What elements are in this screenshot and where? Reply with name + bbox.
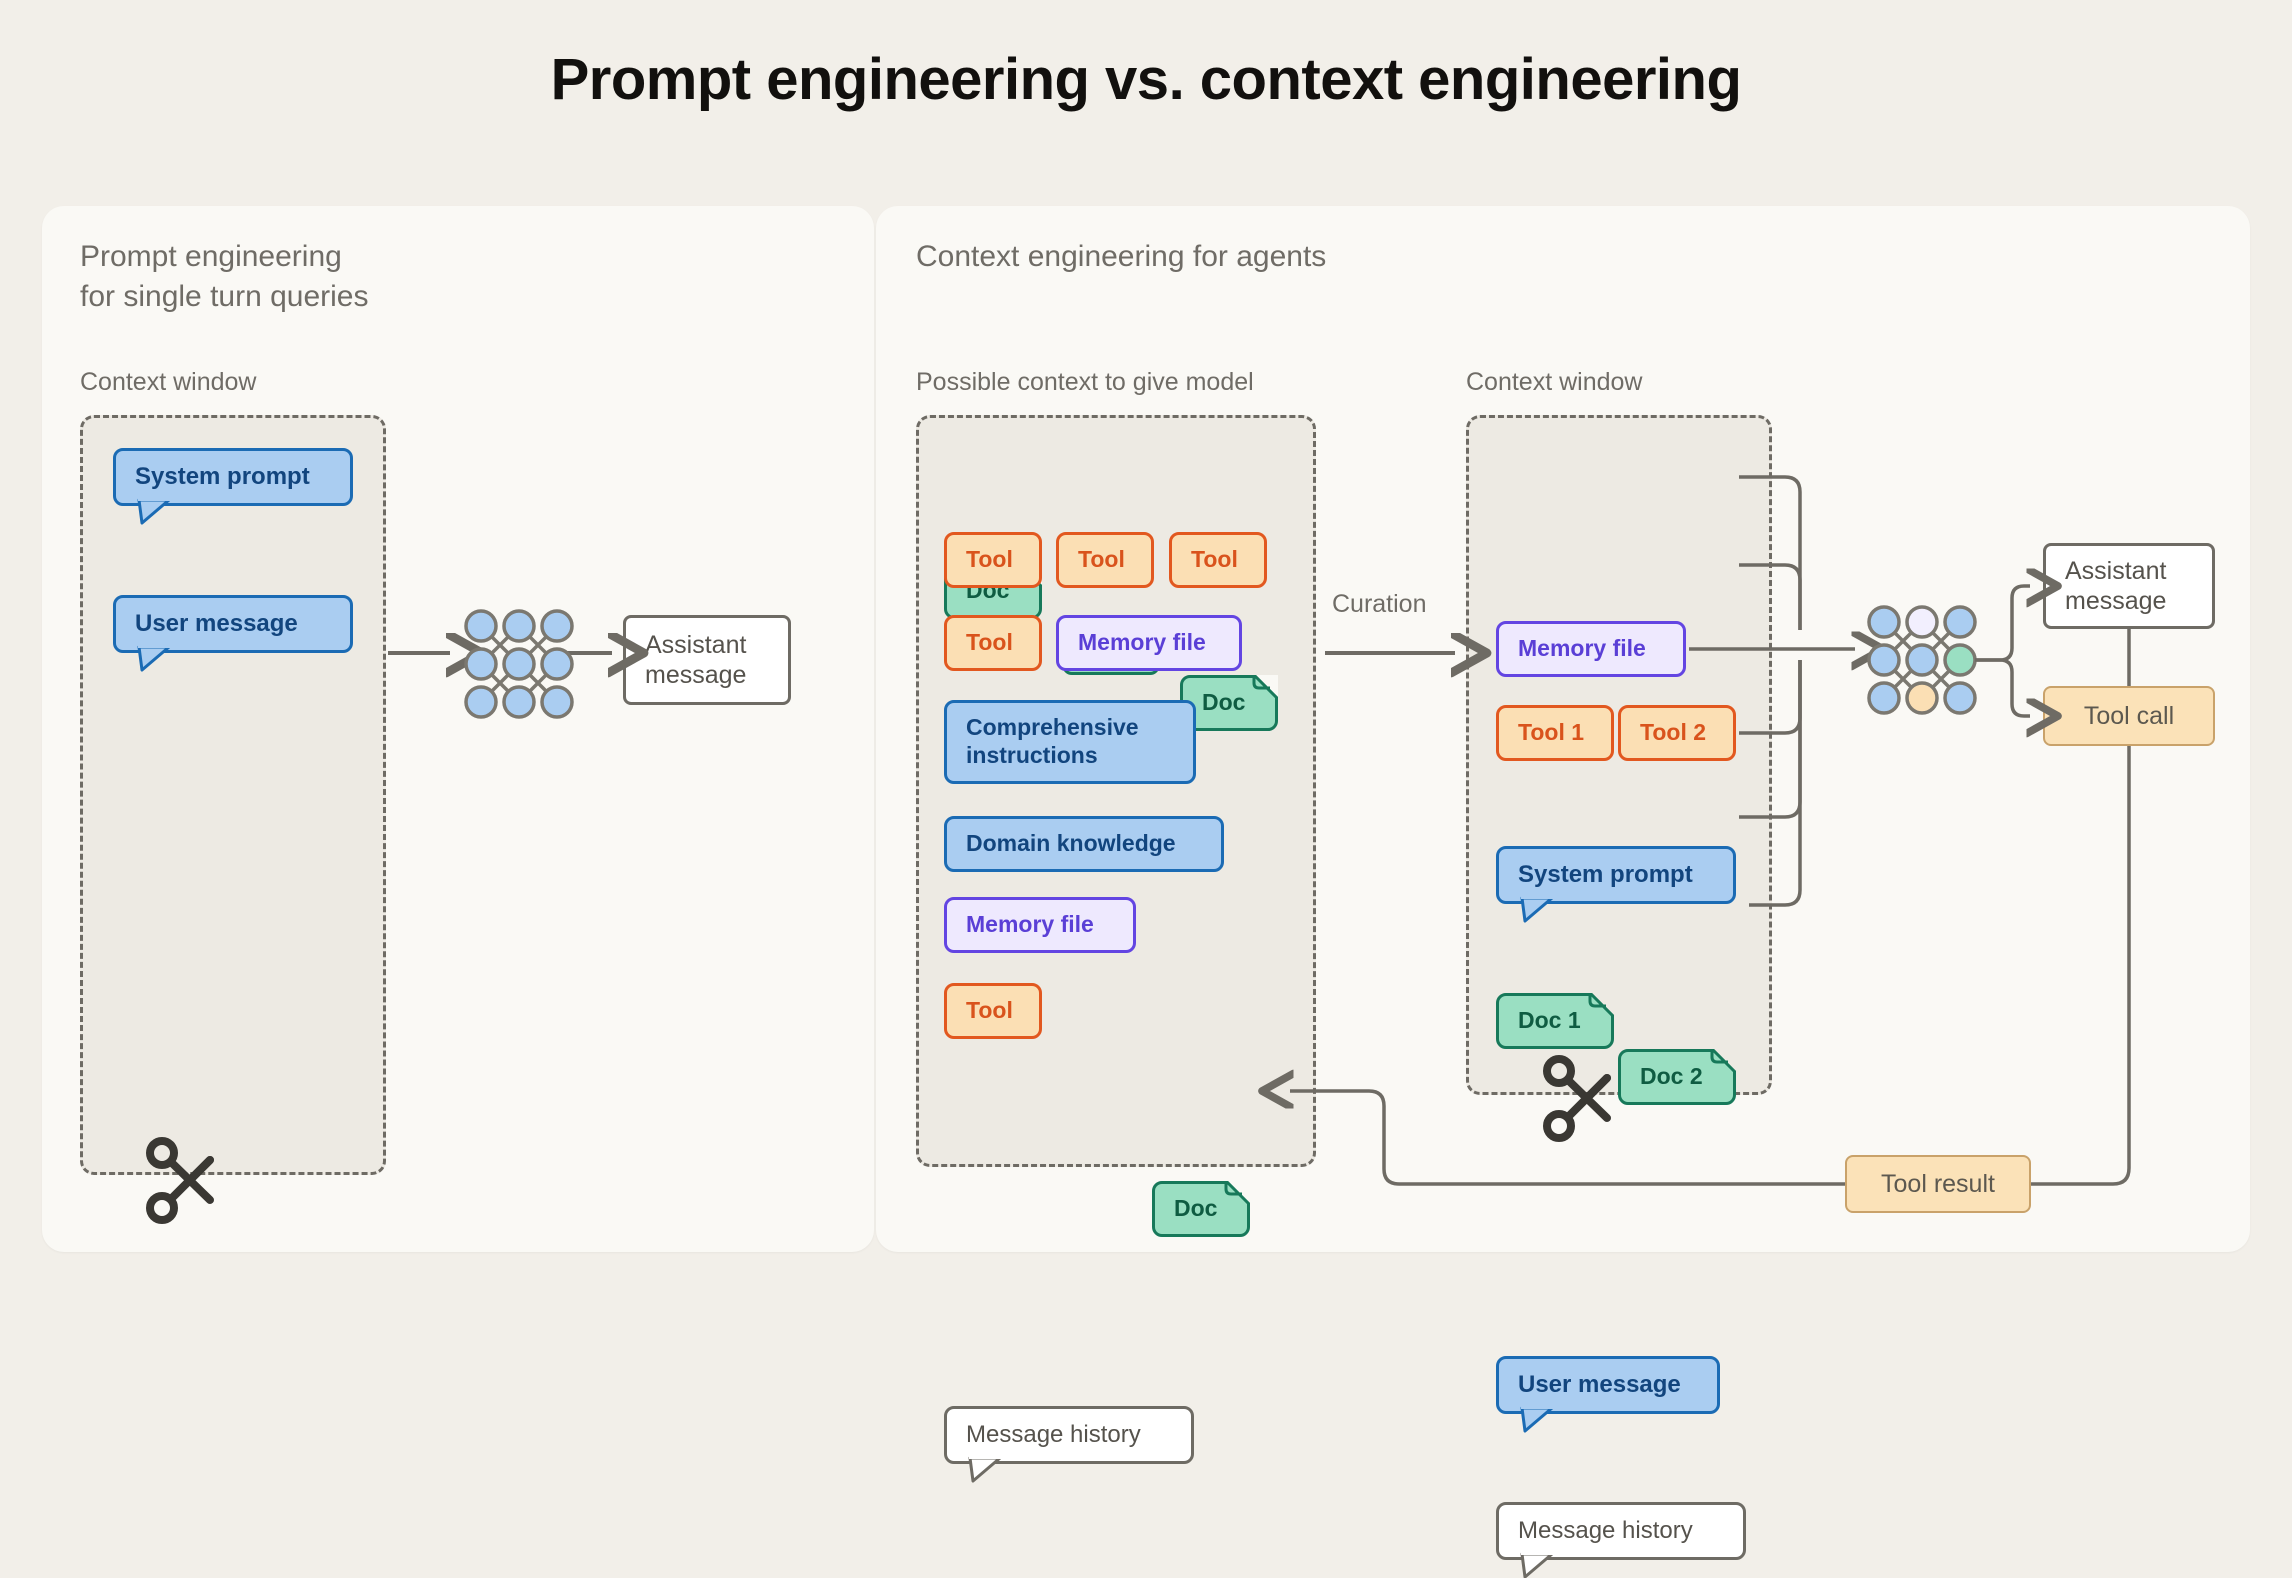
possible-card-doc-3[interactable]: Doc (1180, 675, 1278, 731)
left-card-user-message-label: User message (135, 609, 298, 637)
possible-context-label: Possible context to give model (916, 368, 1254, 396)
possible-card-doc-3-label: Doc (1202, 689, 1246, 716)
right-output-assistant-message-label: Assistant message (2065, 557, 2167, 615)
bubble-tail-icon (968, 1452, 1003, 1483)
tool-result-box[interactable]: Tool result (1845, 1155, 2031, 1213)
ctx-card-tool-1[interactable]: Tool 1 (1496, 705, 1614, 761)
page-title: Prompt engineering vs. context engineeri… (550, 47, 1742, 112)
ctx-card-system-prompt[interactable]: System prompt (1496, 846, 1736, 923)
possible-card-memory-file-2[interactable]: Memory file (944, 897, 1136, 953)
right-context-window-label: Context window (1466, 368, 1643, 396)
possible-card-memory-file-2-label: Memory file (966, 911, 1094, 938)
possible-card-memory-file-1-label: Memory file (1078, 629, 1206, 656)
left-output-assistant-message[interactable]: Assistant message (623, 615, 791, 705)
possible-card-tool-2-label: Tool (1078, 546, 1125, 573)
curation-label: Curation (1332, 590, 1427, 618)
right-output-assistant-message[interactable]: Assistant message (2043, 543, 2215, 629)
possible-card-tool-5[interactable]: Tool (944, 983, 1042, 1039)
ctx-card-message-history[interactable]: Message history (1496, 1502, 1746, 1578)
doc-fold-icon (1252, 675, 1278, 701)
possible-card-comprehensive-instructions[interactable]: Comprehensive instructions (944, 700, 1196, 784)
ctx-card-tool-1-label: Tool 1 (1518, 719, 1585, 746)
bubble-tail-icon (1520, 1548, 1555, 1578)
left-panel-title: Prompt engineering for single turn queri… (80, 240, 369, 313)
possible-card-domain-knowledge-label: Domain knowledge (966, 830, 1176, 857)
bubble-tail-icon (137, 494, 172, 525)
left-card-system-prompt-label: System prompt (135, 462, 310, 490)
tool-result-label: Tool result (1881, 1170, 1995, 1198)
possible-card-tool-1[interactable]: Tool (944, 532, 1042, 588)
possible-card-tool-4[interactable]: Tool (944, 615, 1042, 671)
possible-card-message-history[interactable]: Message history (944, 1406, 1194, 1483)
ctx-card-doc-1-label: Doc 1 (1518, 1007, 1581, 1034)
ctx-card-message-history-label: Message history (1518, 1516, 1693, 1544)
left-context-window-label: Context window (80, 368, 257, 396)
ctx-card-user-message[interactable]: User message (1496, 1356, 1720, 1433)
bubble-tail-icon (1520, 892, 1555, 923)
left-card-system-prompt[interactable]: System prompt (113, 448, 353, 525)
ctx-card-doc-2[interactable]: Doc 2 (1618, 1049, 1736, 1105)
ctx-card-doc-1[interactable]: Doc 1 (1496, 993, 1614, 1049)
ctx-card-doc-2-label: Doc 2 (1640, 1063, 1703, 1090)
ctx-card-tool-2-label: Tool 2 (1640, 719, 1707, 746)
ctx-card-memory-file[interactable]: Memory file (1496, 621, 1686, 677)
possible-card-doc-4[interactable]: Doc (1152, 1181, 1250, 1237)
doc-fold-icon (1224, 1181, 1250, 1207)
possible-card-domain-knowledge[interactable]: Domain knowledge (944, 816, 1224, 872)
left-output-assistant-message-label: Assistant message (645, 631, 747, 689)
possible-card-tool-1-label: Tool (966, 546, 1013, 573)
doc-fold-icon (1588, 993, 1614, 1019)
right-panel-title: Context engineering for agents (916, 240, 1327, 273)
ctx-card-tool-2[interactable]: Tool 2 (1618, 705, 1736, 761)
doc-fold-icon (1710, 1049, 1736, 1075)
ctx-card-user-message-label: User message (1518, 1370, 1681, 1398)
bubble-tail-icon (1520, 1402, 1555, 1433)
left-context-window (80, 415, 386, 1175)
possible-card-tool-3-label: Tool (1191, 546, 1238, 573)
right-output-tool-call[interactable]: Tool call (2043, 686, 2215, 746)
possible-context-box (916, 415, 1316, 1167)
possible-card-doc-4-label: Doc (1174, 1195, 1218, 1222)
possible-card-memory-file-1[interactable]: Memory file (1056, 615, 1242, 671)
right-output-tool-call-label: Tool call (2083, 702, 2175, 730)
possible-card-message-history-label: Message history (966, 1420, 1141, 1448)
ctx-card-memory-file-label: Memory file (1518, 635, 1646, 662)
possible-card-tool-5-label: Tool (966, 997, 1013, 1024)
possible-card-comprehensive-instructions-label: Comprehensive instructions (966, 714, 1139, 768)
possible-card-tool-3[interactable]: Tool (1169, 532, 1267, 588)
ctx-card-system-prompt-label: System prompt (1518, 860, 1693, 888)
bubble-tail-icon (137, 641, 172, 672)
possible-card-tool-2[interactable]: Tool (1056, 532, 1154, 588)
left-card-user-message[interactable]: User message (113, 595, 353, 672)
possible-card-tool-4-label: Tool (966, 629, 1013, 656)
